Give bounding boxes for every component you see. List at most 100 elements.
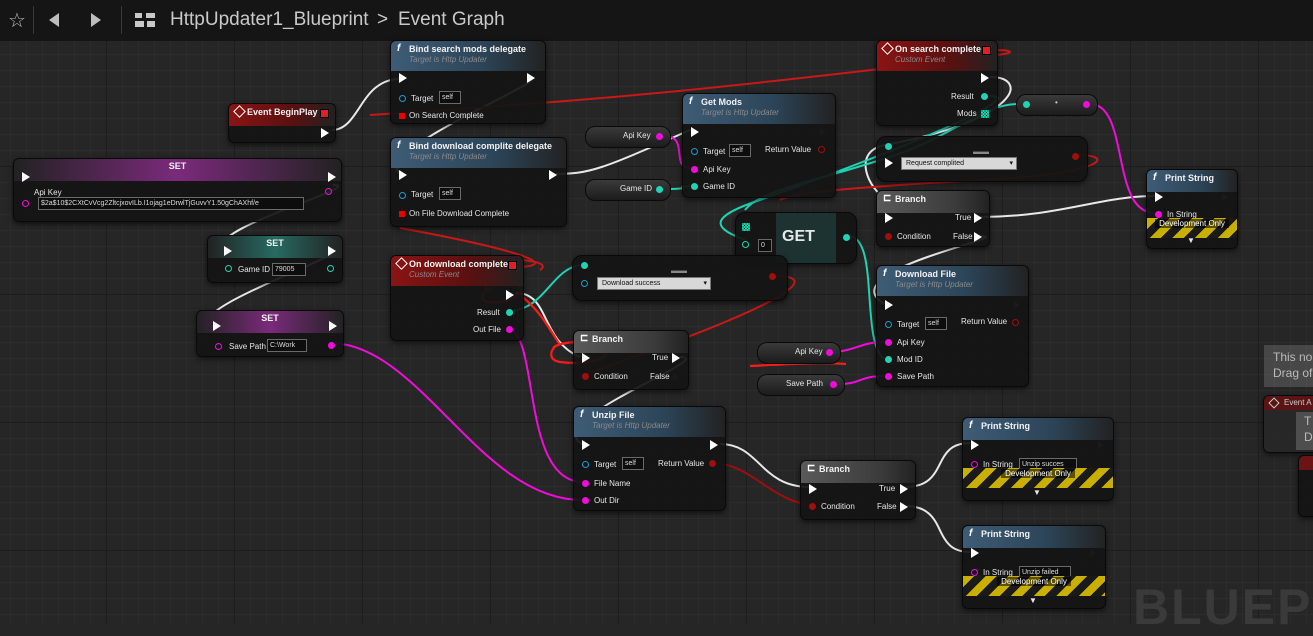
branch-unzip-node[interactable]: ⊏Branch True Condition False: [800, 460, 916, 520]
chevron-down-icon[interactable]: ▼: [1187, 236, 1195, 245]
exec-in-pin[interactable]: [971, 548, 979, 558]
array-pin-icon[interactable]: [742, 223, 750, 231]
string-in-pin[interactable]: [215, 343, 222, 350]
exec-in-pin[interactable]: [885, 300, 893, 310]
target-value-field[interactable]: self: [439, 91, 461, 104]
exec-out-pin[interactable]: [1221, 192, 1229, 202]
string-out-pin[interactable]: [328, 342, 335, 349]
exec-false-pin[interactable]: [900, 502, 908, 512]
forward-button[interactable]: [82, 6, 110, 34]
gameid-value-field[interactable]: 79005: [272, 263, 306, 276]
array-get-node[interactable]: 0 GET: [735, 212, 857, 264]
mods-array-reroute[interactable]: •: [1016, 94, 1098, 116]
target-object-pin[interactable]: [691, 148, 698, 155]
savepath-value-field[interactable]: C:\Work: [267, 339, 307, 352]
favorite-star-icon[interactable]: ☆: [8, 9, 26, 32]
string-out-pin[interactable]: [656, 133, 663, 140]
int-out-pin[interactable]: [656, 186, 663, 193]
target-value-field[interactable]: self: [729, 144, 751, 157]
bool-out-pin[interactable]: [1012, 319, 1019, 326]
int-out-pin[interactable]: [327, 265, 334, 272]
exec-out-pin[interactable]: [819, 127, 827, 137]
exec-false-pin[interactable]: [974, 232, 982, 242]
string-in-pin[interactable]: [22, 200, 29, 207]
bool-out-pin[interactable]: [818, 146, 825, 153]
bool-out-pin[interactable]: [769, 273, 776, 280]
exec-in-pin[interactable]: [582, 440, 590, 450]
exec-in-pin[interactable]: [1155, 192, 1163, 202]
exec-out-pin[interactable]: [1013, 300, 1021, 310]
branch-top-node[interactable]: ⊏Branch True Condition False: [876, 190, 990, 247]
delegate-pin[interactable]: [399, 113, 405, 119]
exec-out-pin[interactable]: [1097, 440, 1105, 450]
int-in-pin[interactable]: [581, 262, 588, 269]
set-savepath-node[interactable]: SET Save Path C:\Work: [196, 310, 344, 357]
string-in-pin[interactable]: [582, 497, 589, 504]
event-beginplay-node[interactable]: Event BeginPlay: [228, 103, 336, 143]
string-out-pin[interactable]: [1083, 101, 1090, 108]
exec-out-pin[interactable]: [328, 172, 336, 182]
target-object-pin[interactable]: [582, 461, 589, 468]
index-in-pin[interactable]: [742, 241, 749, 248]
array-pin-icon[interactable]: [981, 110, 989, 118]
int-in-pin[interactable]: [885, 143, 892, 150]
exec-out-pin[interactable]: [328, 246, 336, 256]
bool-in-pin[interactable]: [582, 373, 589, 380]
exec-out-pin[interactable]: [329, 321, 337, 331]
option-pin[interactable]: [885, 158, 893, 168]
select-download-node[interactable]: ▬▬ Download success▾: [572, 255, 788, 301]
exec-true-pin[interactable]: [672, 353, 680, 363]
exec-in-pin[interactable]: [582, 353, 590, 363]
exec-in-pin[interactable]: [213, 321, 221, 331]
int-in-pin[interactable]: [885, 356, 892, 363]
int-out-pin[interactable]: [981, 93, 988, 100]
string-in-pin[interactable]: [691, 166, 698, 173]
exec-in-pin[interactable]: [399, 73, 407, 83]
int-out-pin[interactable]: [506, 309, 513, 316]
select-request-node[interactable]: ▬▬ Request complited▾: [876, 136, 1088, 182]
breadcrumb-graph[interactable]: Event Graph: [398, 9, 505, 30]
int-in-pin[interactable]: [691, 183, 698, 190]
string-in-pin[interactable]: [582, 480, 589, 487]
bool-out-pin[interactable]: [1072, 153, 1079, 160]
bool-out-pin[interactable]: [709, 460, 716, 467]
exec-out-pin[interactable]: [506, 290, 514, 300]
set-apikey-node[interactable]: SET Api Key $2a$10$2CXtCvVcg2ZltcjxovILb…: [13, 158, 342, 222]
exec-in-pin[interactable]: [809, 484, 817, 494]
comment-box-partial[interactable]: This no Drag of: [1264, 345, 1313, 387]
bool-in-pin[interactable]: [809, 503, 816, 510]
string-in-pin[interactable]: [885, 339, 892, 346]
branch-mid-node[interactable]: ⊏Branch True Condition False: [573, 330, 689, 390]
set-gameid-node[interactable]: SET Game ID 79005: [207, 235, 343, 283]
exec-out-pin[interactable]: [321, 128, 329, 138]
string-in-pin[interactable]: [971, 569, 978, 576]
int-out-pin[interactable]: [843, 234, 850, 241]
get-apikey-variable-2[interactable]: Api Key: [757, 342, 841, 364]
exec-true-pin[interactable]: [974, 213, 982, 223]
get-apikey-variable[interactable]: Api Key: [585, 126, 671, 148]
string-out-pin[interactable]: [506, 326, 513, 333]
download-dropdown[interactable]: Download success▾: [597, 277, 711, 290]
node-partial-edge[interactable]: [1298, 455, 1313, 517]
string-out-pin[interactable]: [325, 188, 332, 195]
exec-in-pin[interactable]: [971, 440, 979, 450]
index-field[interactable]: 0: [758, 239, 772, 252]
exec-out-pin[interactable]: [549, 170, 557, 180]
get-savepath-variable[interactable]: Save Path: [757, 374, 845, 396]
exec-out-pin[interactable]: [1089, 548, 1097, 558]
get-gameid-variable[interactable]: Game ID: [585, 179, 671, 201]
exec-in-pin[interactable]: [22, 172, 30, 182]
string-in-pin[interactable]: [971, 461, 978, 468]
int-in-pin[interactable]: [1023, 101, 1030, 108]
exec-out-pin[interactable]: [527, 73, 535, 83]
target-value-field[interactable]: self: [622, 457, 644, 470]
breadcrumb-blueprint[interactable]: HttpUpdater1_Blueprint: [170, 9, 369, 30]
